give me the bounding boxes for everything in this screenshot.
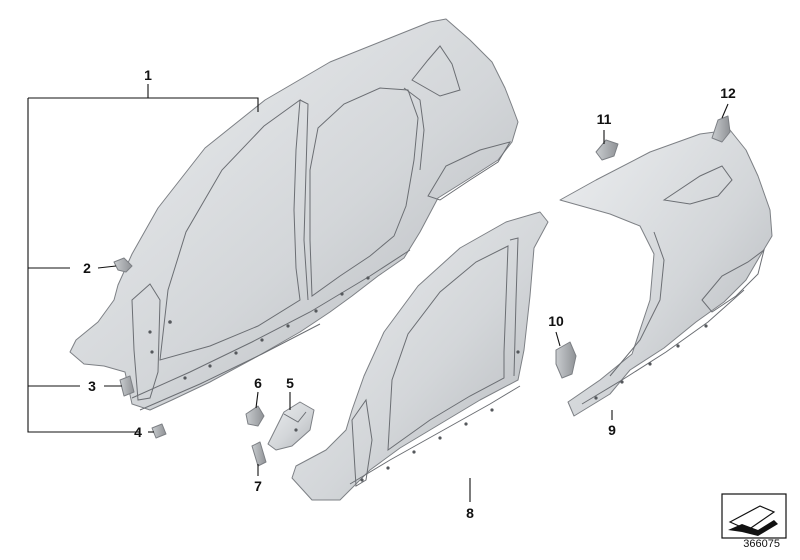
callout-11: 11	[597, 111, 612, 127]
callout-6: 6	[254, 375, 262, 391]
part-12-bracket	[711, 115, 731, 143]
callout-12: 12	[720, 85, 736, 101]
part-3-bracket	[119, 375, 135, 397]
side-frame-complete	[69, 18, 519, 411]
part-10-bracket	[555, 341, 577, 379]
orientation-arrow-icon	[721, 493, 787, 539]
part-2-bracket	[113, 257, 133, 273]
callout-5: 5	[286, 375, 294, 391]
part-11-bracket	[595, 139, 619, 161]
callout-2: 2	[83, 260, 91, 276]
callout-3: 3	[88, 378, 96, 394]
callout-10: 10	[548, 313, 564, 329]
part-4-bracket	[151, 423, 167, 439]
callout-1: 1	[144, 67, 152, 83]
callout-8: 8	[466, 505, 474, 521]
part-8-front-side-frame	[291, 211, 549, 501]
part-9-rear-side-frame	[559, 129, 773, 417]
part-6-bracket	[245, 405, 265, 427]
leader-lines	[27, 84, 729, 502]
part-5-reinforcement	[267, 401, 315, 451]
callout-4: 4	[134, 424, 142, 440]
callout-7: 7	[254, 478, 262, 494]
callout-9: 9	[608, 422, 616, 438]
part-7-bracket	[251, 441, 267, 467]
reference-number: 366075	[743, 538, 780, 550]
